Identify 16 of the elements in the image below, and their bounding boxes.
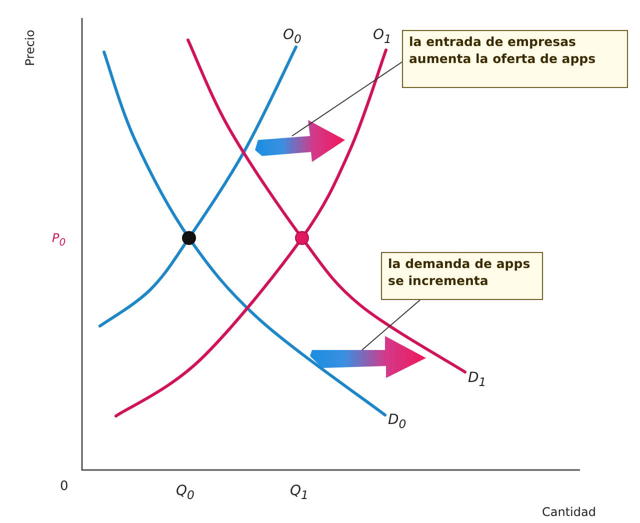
- leader-line: [292, 62, 402, 136]
- callout-box: la demanda de apps se incrementa: [381, 252, 543, 300]
- curve-label: O$_{1}$: [373, 28, 392, 46]
- curve-label: O$_{0}$: [283, 28, 302, 46]
- axis-tick-label: Q$_{0}$: [176, 484, 194, 502]
- curve-label: D$_{0}$: [388, 413, 406, 430]
- shift-arrow: [310, 336, 426, 378]
- axis-title: Precio: [24, 30, 36, 66]
- axis-tick-label: 0: [60, 480, 68, 493]
- leader-line: [362, 300, 420, 350]
- callout-box: la entrada de empresas aumenta la oferta de apps: [402, 30, 628, 88]
- axis-tick-label: P$_{0}$: [52, 232, 66, 248]
- shift-arrow: [255, 120, 345, 162]
- curve-label: D$_{1}$: [468, 371, 486, 388]
- axis-tick-label: Q$_{1}$: [290, 484, 308, 502]
- axis-title: Cantidad: [542, 506, 596, 518]
